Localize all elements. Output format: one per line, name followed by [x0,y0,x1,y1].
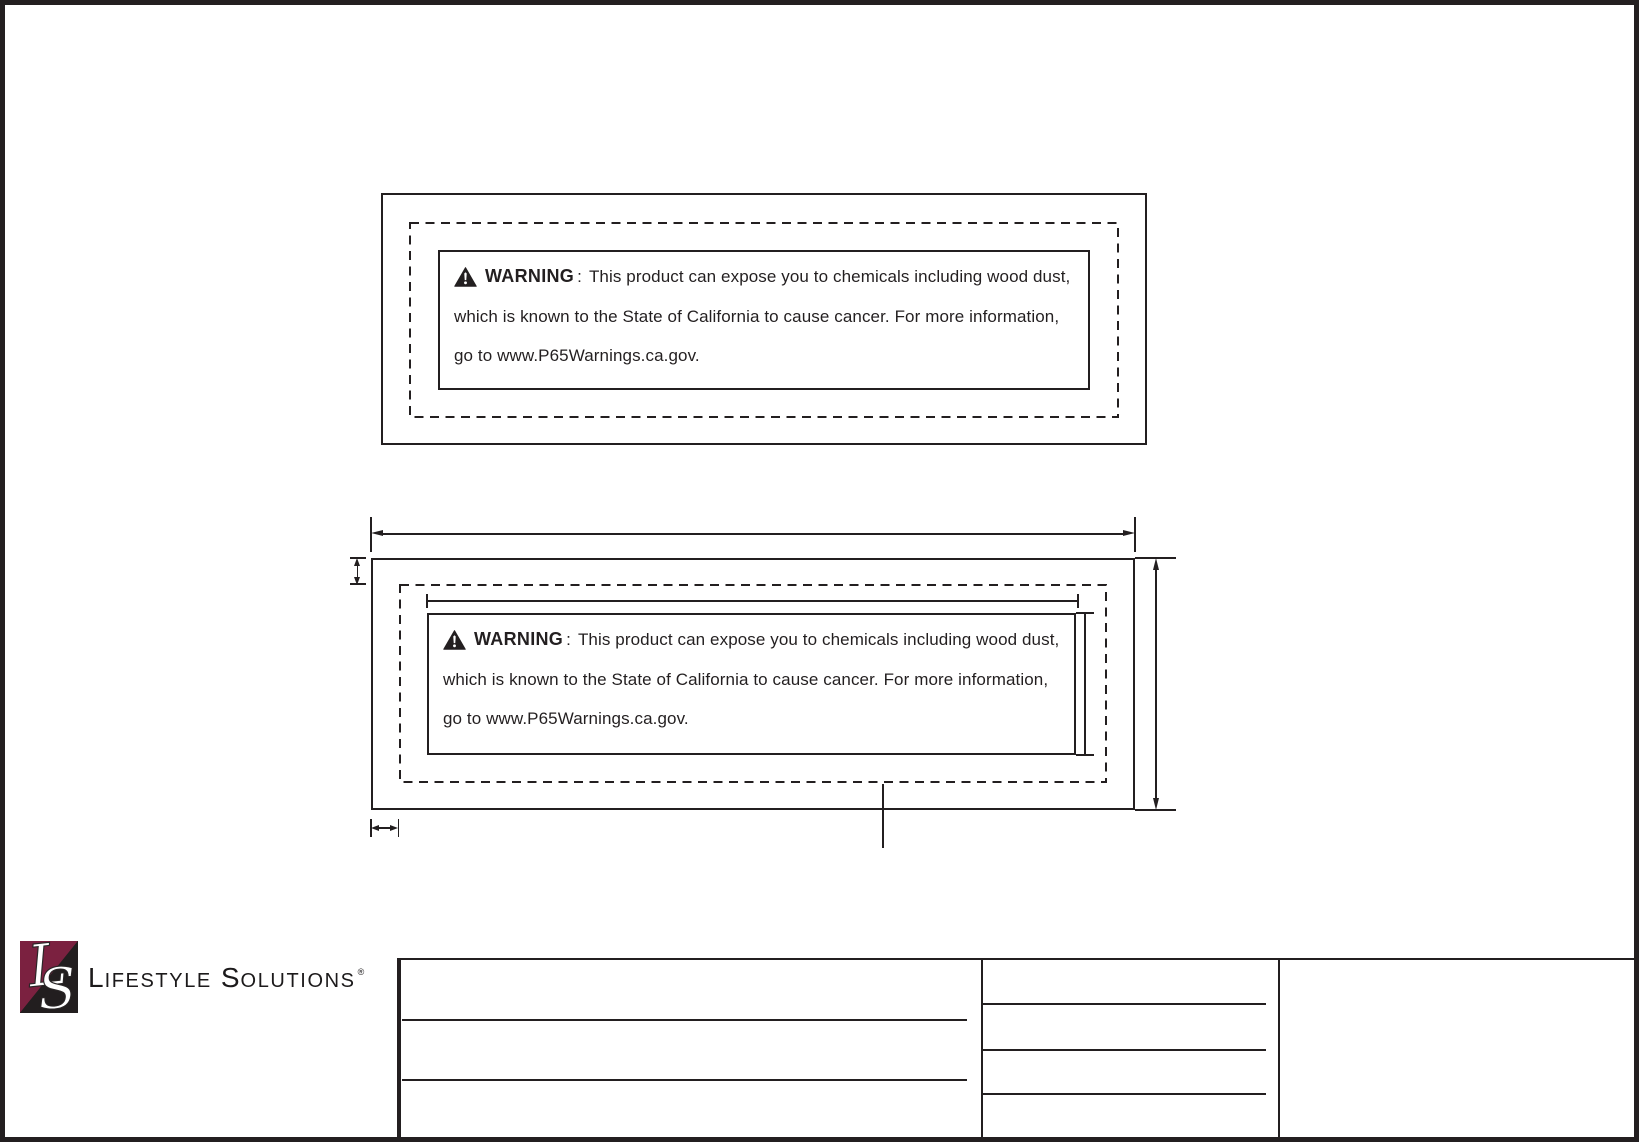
wordmark-initial: S [220,962,241,993]
label-text-border: WARNING: This product can expose you to c… [438,250,1090,390]
arrowhead-right-icon [1123,530,1135,536]
arrowhead-up-icon [1152,558,1159,570]
arrowhead-down-icon [354,577,360,585]
wordmark-text: OLUTIONS [240,970,356,992]
title-block-row-line [402,1079,967,1081]
logo-mark-square [20,941,78,1013]
leader-line [882,784,884,848]
warning-line-3: go to www.P65Warnings.ca.gov. [454,346,700,365]
extension-tick [426,594,428,608]
warning-heading: WARNING [485,266,575,286]
title-block-left-edge [397,958,401,1137]
warning-line-2: which is known to the State of Californi… [443,670,1049,689]
warning-line-2: which is known to the State of Californi… [454,307,1060,326]
warning-line-3: go to www.P65Warnings.ca.gov. [443,709,689,728]
extension-line [370,517,372,552]
extension-tick [1076,612,1094,614]
dimension-line [381,533,1125,535]
label-dashed-border [399,584,1107,783]
extension-tick [350,557,366,559]
extension-line [1135,557,1176,559]
title-block-row-line [982,1003,1266,1005]
dimension-line [427,600,1078,602]
arrowhead-up-icon [354,558,360,566]
title-block-row-line [402,1019,967,1021]
arrowhead-left-icon [371,530,383,536]
extension-line [397,819,399,837]
dimension-line [1155,569,1157,799]
dimension-line [377,827,392,829]
prop65-label-dimensioned: WARNING: This product can expose you to c… [371,558,1135,810]
logo-monogram-s: S [35,955,79,1024]
extension-tick [1076,754,1094,756]
warning-triangle-icon [454,266,477,287]
wordmark-initial: L [88,962,105,993]
extension-line [370,819,372,837]
arrowhead-left-icon [371,825,379,831]
dimension-line [356,564,358,578]
registered-trademark-icon: ® [357,967,365,977]
label-text-border: WARNING: This product can expose you to c… [427,613,1076,755]
warning-colon: : [577,266,582,286]
arrowhead-right-icon [390,825,398,831]
wordmark-text: IFESTYLE [104,970,212,992]
arrowhead-down-icon [1152,798,1159,810]
title-block-row-line [982,1093,1266,1095]
warning-colon: : [566,629,571,649]
warning-line-1: WARNING: This product can expose you to c… [443,629,1059,650]
label-dashed-border [409,222,1119,418]
warning-line-1: WARNING: This product can expose you to c… [454,266,1070,287]
title-block-top-line [398,958,1634,960]
title-block-row-line [982,1049,1266,1051]
warning-text: This product can expose you to chemicals… [577,629,1060,649]
warning-heading: WARNING [474,629,564,649]
warning-triangle-icon [443,629,466,650]
title-block-divider [1278,959,1280,1137]
prop65-label-preview: WARNING: This product can expose you to c… [381,193,1147,445]
extension-tick [1077,594,1079,608]
warning-text: This product can expose you to chemicals… [588,266,1071,286]
dimension-line [1084,613,1086,755]
title-block-divider [981,959,983,1137]
